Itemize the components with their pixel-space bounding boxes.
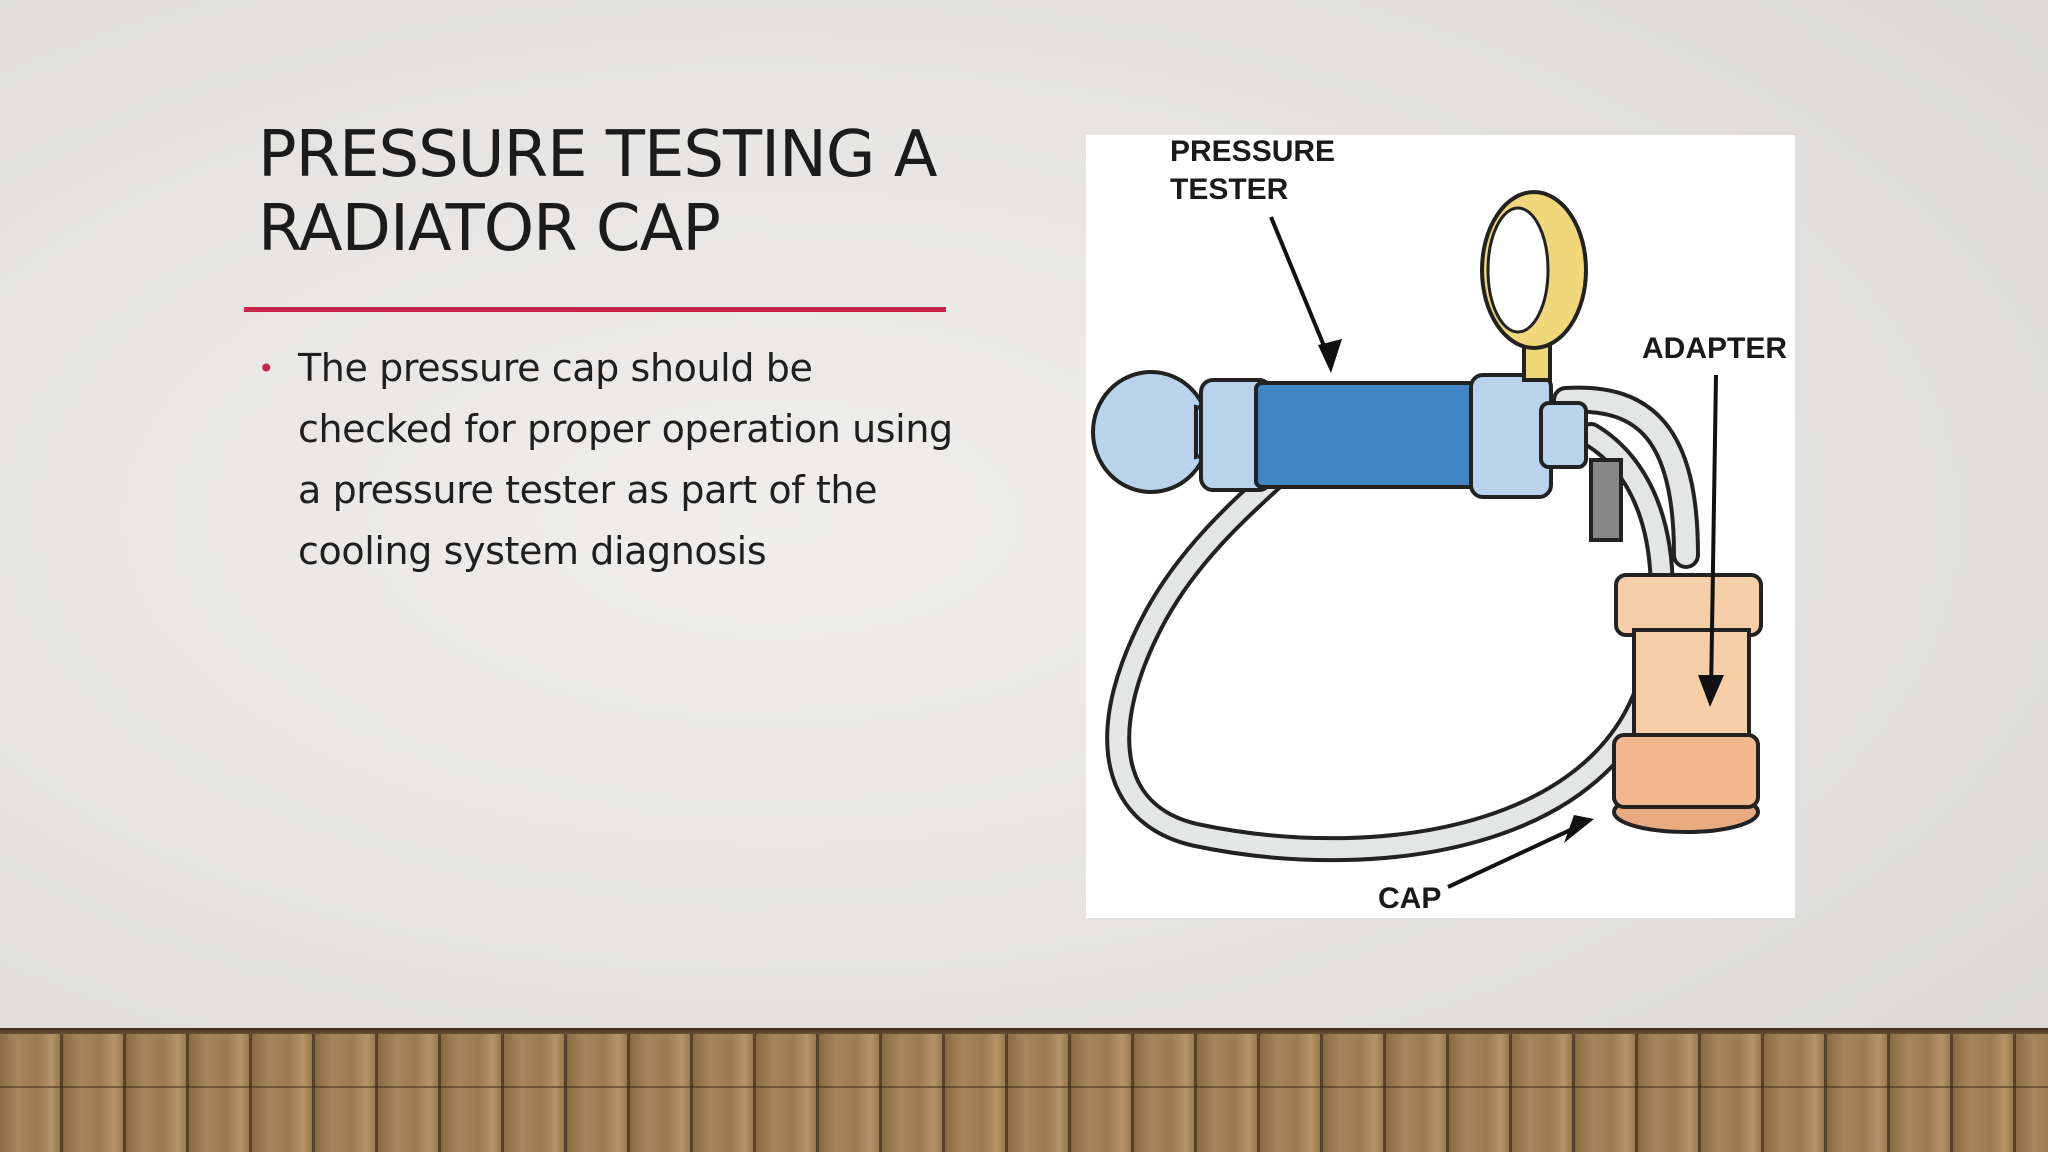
slide-title-line-1: PRESSURE TESTING A [258, 118, 938, 192]
label-adapter: ADAPTER [1642, 332, 1787, 365]
title-divider [244, 307, 946, 312]
bullet-item: • The pressure cap should be checked for… [258, 338, 958, 582]
pressure-tester-diagram: PRESSURE TESTER ADAPTER CAP [1086, 135, 1795, 918]
label-pressure-line-1: PRESSURE [1170, 135, 1335, 168]
bullet-dot-icon: • [258, 352, 275, 385]
hose [1109, 426, 1671, 859]
adapter-body [1632, 628, 1751, 742]
label-cap: CAP [1378, 882, 1441, 915]
pressure-tester-arrow [1269, 216, 1333, 364]
pressure-tester-illustration: PRESSURE TESTER ADAPTER CAP [1091, 135, 1787, 915]
cap-arrow [1447, 823, 1582, 889]
pump-nozzle [1539, 401, 1588, 469]
hose-fitting [1589, 458, 1623, 542]
pump-handle [1091, 370, 1211, 494]
adapter-arrowhead-icon [1698, 675, 1724, 707]
bullet-list: • The pressure cap should be checked for… [258, 338, 958, 582]
slide-title: PRESSURE TESTING A RADIATOR CAP [258, 118, 958, 266]
gauge-face [1486, 206, 1550, 334]
pump-cylinder [1254, 381, 1488, 489]
cap [1612, 733, 1760, 809]
label-tester-line-2: TESTER [1170, 173, 1289, 206]
adapter-top [1614, 573, 1763, 637]
pressure-tester-arrowhead-icon [1318, 339, 1342, 373]
cap-arrowhead-icon [1564, 815, 1594, 843]
bullet-text: The pressure cap should be checked for p… [298, 346, 953, 573]
adapter-hose [1556, 389, 1696, 565]
slide-title-line-2: RADIATOR CAP [258, 192, 721, 266]
wood-floor [0, 1028, 2048, 1152]
adapter-arrow [1709, 374, 1718, 696]
